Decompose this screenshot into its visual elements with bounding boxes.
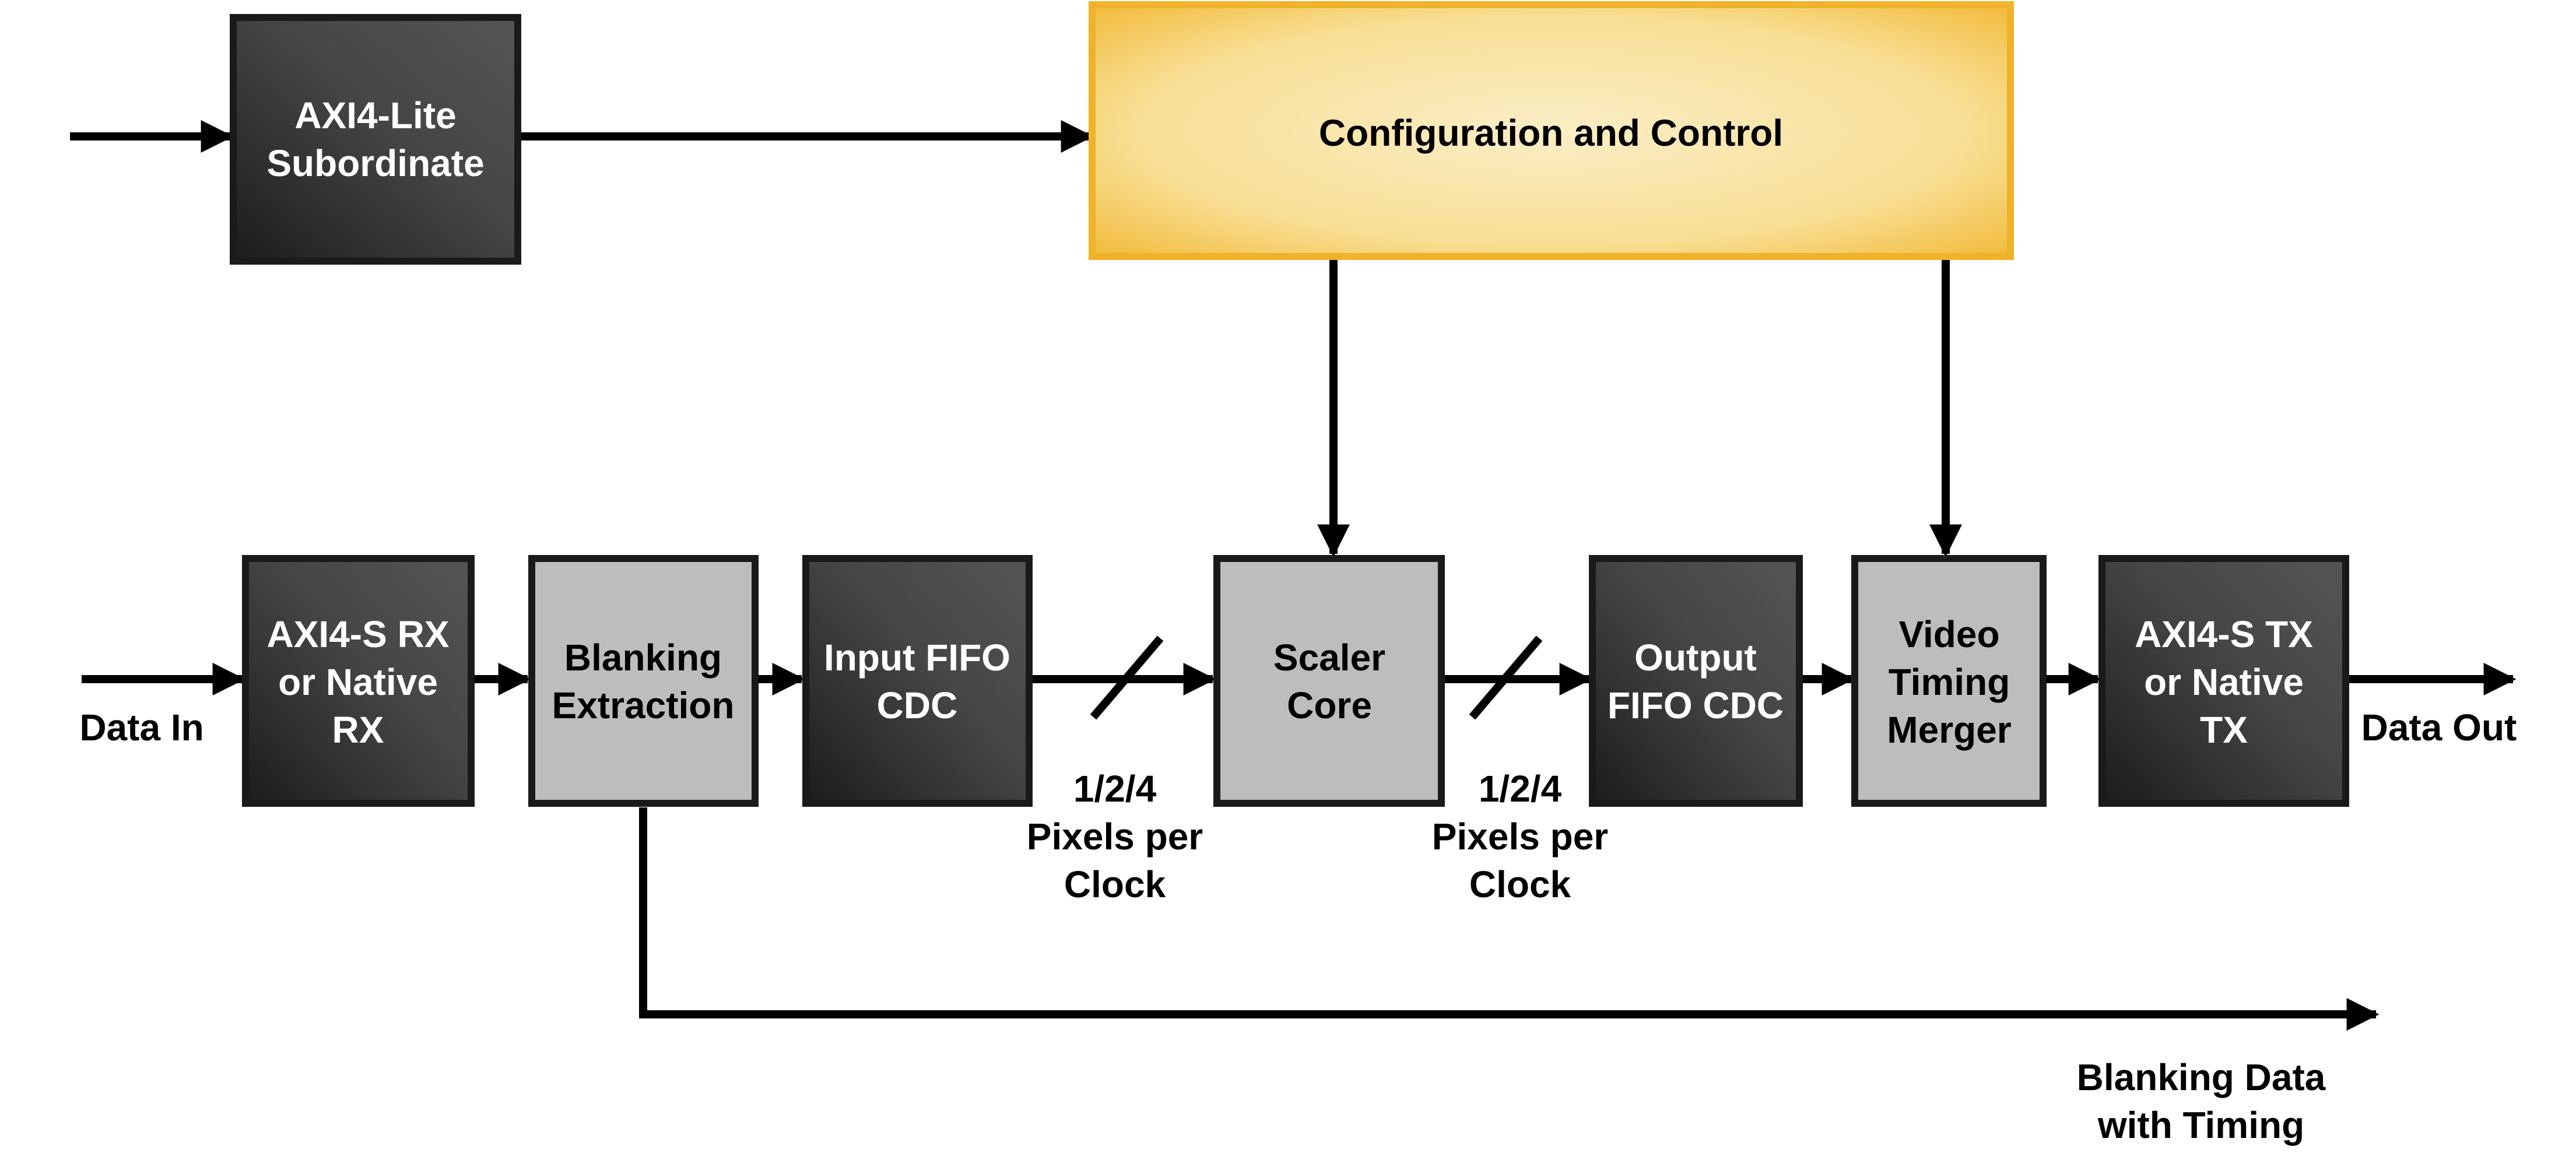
scaler-core-label-line2: Core — [1287, 684, 1372, 726]
video-timing-merger-block: Video Timing Merger — [1851, 555, 2047, 807]
output-fifo-label-line1: Output — [1634, 637, 1757, 679]
blanking-data-path — [639, 807, 2380, 1031]
config-control-block: Configuration and Control — [1089, 1, 2014, 260]
axi-lite-label-line1: AXI4-Lite — [294, 94, 456, 136]
axis-rx-label-line1: AXI4-S RX — [267, 613, 450, 655]
axis-tx-block: AXI4-S TX or Native TX — [2098, 555, 2349, 807]
axis-rx-label-line2: or Native — [278, 661, 438, 703]
ppc-out-line3: Clock — [1469, 863, 1571, 905]
data-out-label: Data Out — [2361, 707, 2517, 749]
bus-slash-in — [1090, 635, 1164, 720]
ppc-in-annotation: 1/2/4 Pixels per Clock — [1027, 768, 1203, 905]
ppc-in-line3: Clock — [1064, 863, 1166, 905]
axi-lite-block: AXI4-Lite Subordinate — [230, 14, 521, 265]
scaler-core-block: Scaler Core — [1213, 555, 1445, 807]
axis-tx-label-line2: or Native — [2144, 661, 2304, 703]
config-control-label: Configuration and Control — [1319, 112, 1783, 154]
output-fifo-label-line2: FIFO CDC — [1608, 684, 1784, 726]
video-timing-label-line3: Merger — [1887, 709, 2011, 751]
bus-slash-out — [1469, 635, 1543, 720]
axis-rx-label-line3: RX — [332, 709, 384, 751]
ppc-out-line2: Pixels per — [1432, 816, 1608, 858]
ppc-out-annotation: 1/2/4 Pixels per Clock — [1432, 768, 1608, 905]
blanking-extraction-label-line2: Extraction — [552, 684, 735, 726]
blanking-output-annotation: Blanking Data with Timing — [2077, 1056, 2326, 1146]
blanking-extraction-block: Blanking Extraction — [528, 555, 759, 807]
connections — [70, 120, 2517, 1031]
axis-tx-label-line1: AXI4-S TX — [2135, 613, 2313, 655]
axis-tx-label-line3: TX — [2200, 709, 2248, 751]
axis-rx-block: AXI4-S RX or Native RX — [242, 555, 475, 807]
axi-lite-label-line2: Subordinate — [266, 142, 484, 184]
video-timing-label-line2: Timing — [1889, 661, 2010, 703]
blanking-extraction-label-line1: Blanking — [564, 637, 722, 679]
ppc-in-line1: 1/2/4 — [1073, 768, 1157, 810]
input-fifo-label-line1: Input FIFO — [824, 637, 1010, 679]
output-fifo-block: Output FIFO CDC — [1589, 555, 1803, 807]
input-fifo-block: Input FIFO CDC — [802, 555, 1033, 807]
input-fifo-label-line2: CDC — [877, 684, 958, 726]
ppc-out-line1: 1/2/4 — [1479, 768, 1562, 810]
ppc-in-line2: Pixels per — [1027, 816, 1203, 858]
video-timing-label-line1: Video — [1898, 613, 1999, 655]
blanking-output-line1: Blanking Data — [2077, 1056, 2326, 1098]
data-in-label: Data In — [79, 707, 203, 749]
scaler-core-label-line1: Scaler — [1273, 637, 1385, 679]
blanking-output-line2: with Timing — [2097, 1104, 2304, 1146]
